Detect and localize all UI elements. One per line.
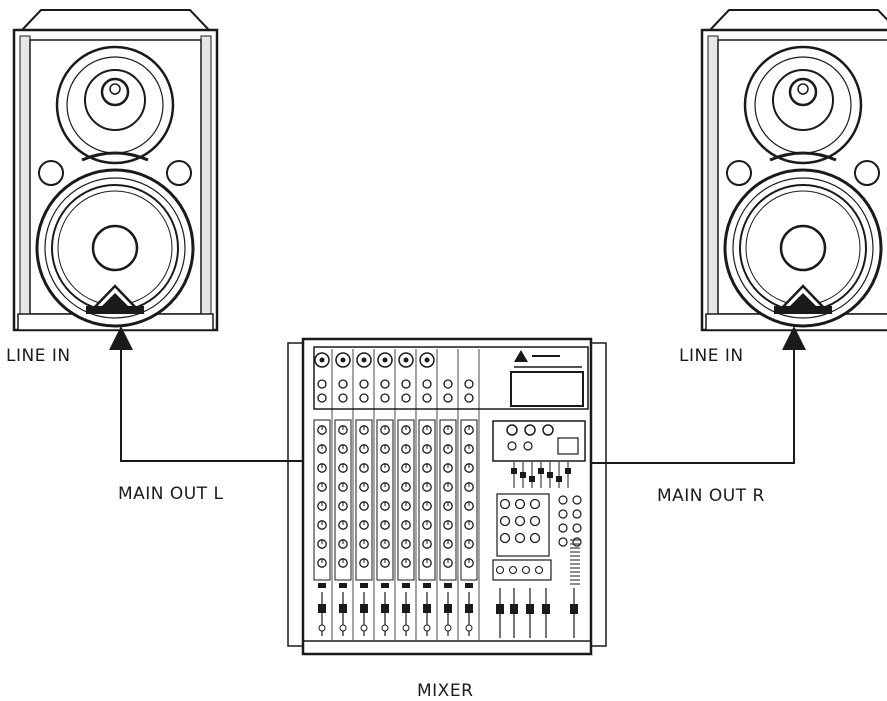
mixer-channel-strip — [418, 349, 438, 640]
mixer-channel-strip — [376, 349, 396, 640]
cable-main-out-right — [591, 326, 806, 464]
master-knob — [572, 523, 582, 533]
mixer-channel-strip — [439, 349, 459, 640]
master-slider-cap — [529, 476, 535, 482]
master-knob — [558, 537, 568, 547]
mixer-master-section — [495, 462, 582, 638]
master-knob — [514, 515, 526, 527]
master-slider-cap — [556, 476, 562, 482]
label-line-in-right: LINE IN — [679, 346, 744, 366]
master-fader-cap — [510, 604, 518, 614]
mixer-channel-strip — [334, 349, 354, 640]
master-button — [521, 565, 531, 575]
label-main-out-r: MAIN OUT R — [657, 486, 765, 506]
master-knob — [514, 532, 526, 544]
master-slider-cap — [547, 472, 553, 478]
master-knob — [572, 537, 582, 547]
master-button — [508, 565, 518, 575]
mixer-channel-strips — [313, 349, 480, 640]
master-knob — [529, 498, 541, 510]
mixer-channel-strip — [355, 349, 375, 640]
master-knob — [558, 523, 568, 533]
master-knob — [499, 532, 511, 544]
master-slider-cap — [565, 468, 571, 474]
master-knob — [499, 498, 511, 510]
master-knob — [558, 495, 568, 505]
label-main-out-l: MAIN OUT L — [118, 484, 224, 504]
master-button — [495, 565, 505, 575]
master-slider-cap — [538, 468, 544, 474]
master-fader-cap — [496, 604, 504, 614]
mixer-channel-strip — [460, 349, 480, 640]
master-slider-cap — [520, 472, 526, 478]
master-knob — [572, 495, 582, 505]
master-fader-cap — [542, 604, 550, 614]
master-knob — [514, 498, 526, 510]
mixer-channel-strip — [397, 349, 417, 640]
master-knob — [558, 509, 568, 519]
master-slider-cap — [511, 468, 517, 474]
label-mixer: MIXER — [417, 681, 474, 701]
speaker-left — [12, 8, 219, 332]
cable-main-out-left — [109, 326, 303, 462]
mixer — [287, 337, 607, 656]
master-button — [534, 565, 544, 575]
master-knob — [529, 532, 541, 544]
master-knob — [529, 515, 541, 527]
master-fader-cap — [570, 604, 578, 614]
speaker-right — [700, 8, 887, 332]
master-fader-cap — [526, 604, 534, 614]
label-line-in-left: LINE IN — [6, 346, 71, 366]
master-knob — [499, 515, 511, 527]
mixer-channel-strip — [313, 349, 333, 640]
master-knob — [572, 509, 582, 519]
